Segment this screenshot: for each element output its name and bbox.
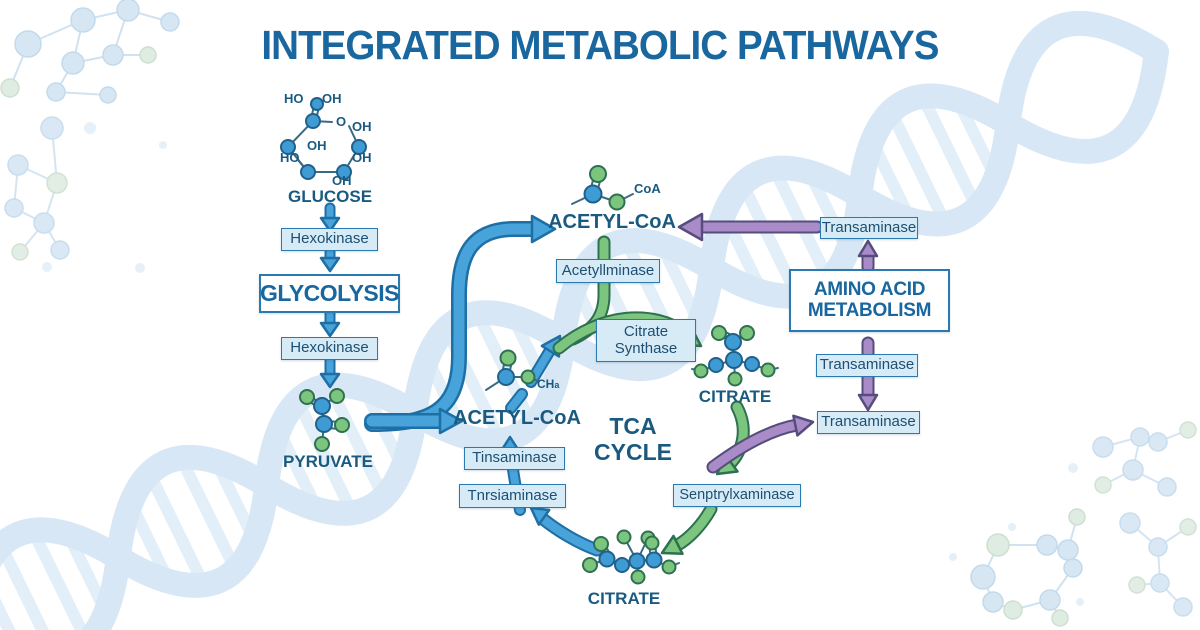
glucose-ring-o-label: O [336, 114, 347, 129]
citrate-bottom-molecule [582, 529, 680, 585]
glucose-label: GLUCOSE [287, 187, 373, 206]
arrow-hexokinase-to-pyruvate [319, 355, 341, 389]
citrate-right-label: CITRATE [698, 387, 772, 406]
glucose-oh-top-label: OH [322, 91, 342, 106]
arrow-glycolysis-to-hexokinase [319, 308, 341, 338]
hexokinase-top-box: Hexokinase [281, 228, 378, 251]
hexokinase-bottom-box: Hexokinase [281, 337, 378, 360]
acetyllminase-box: Acetyllminase [556, 259, 660, 283]
acetyl-coa-tca-label: ACETYL-CoA [453, 407, 581, 429]
page-title: INTEGRATED METABOLIC PATHWAYS [261, 22, 939, 68]
citrate-right-molecule [691, 325, 779, 387]
coa-tag: CoA [634, 181, 661, 196]
arrow-glucose-to-hexokinase [319, 202, 341, 233]
molecule-decoration-left [4, 116, 167, 273]
arrow-transaminase-to-acetyl-top [677, 212, 824, 242]
molecule-decoration-right [1068, 421, 1197, 617]
tinsaminase-box: Tinsaminase [464, 447, 565, 470]
acetyl-coa-top-label: ACETYL-CoA [548, 211, 676, 233]
tca-cycle-title-line2: CYCLE [594, 439, 672, 465]
acetyl-coa-top-molecule [571, 165, 634, 211]
arrow-hexokinase-to-glycolysis [319, 246, 341, 273]
molecule-decoration-top-left [0, 0, 180, 104]
acetyl-coa-tca-molecule [485, 349, 539, 391]
citrate-synthase-box: Citrate Synthase [596, 319, 696, 362]
transaminase-mid-box: Transaminase [816, 354, 918, 377]
arrow-amino-acid-to-transaminase-top [857, 239, 879, 274]
methyl-tag: CHa [537, 377, 560, 391]
molecule-decoration-bottom-right [949, 508, 1086, 627]
glucose-molecule [280, 97, 367, 181]
tca-cycle-title-line1: TCA [609, 413, 657, 439]
glucose-oh-bottom-label: OH [332, 173, 352, 188]
pyruvate-molecule [299, 388, 350, 452]
glucose-ho-left-label: HO [280, 150, 300, 165]
citrate-bottom-label: CITRATE [587, 589, 661, 608]
glycolysis-box: GLYCOLYSIS [259, 274, 400, 313]
tnrsiaminase-box: Tnrsiaminase [459, 484, 566, 508]
senptrylxaminase-box: Senptrylxaminase [673, 484, 801, 507]
glucose-oh-inner-label: OH [307, 138, 327, 153]
glucose-oh-right-lower-label: OH [352, 150, 372, 165]
transaminase-top-box: Transaminase [820, 217, 918, 239]
glucose-ho-top-label: HO [284, 91, 304, 106]
arrow-pyruvate-to-acetyl-tca [364, 407, 464, 435]
arrow-citrate-branch-to-transaminase-bottom [706, 414, 815, 474]
pyruvate-label: PYRUVATE [282, 452, 374, 471]
transaminase-bottom-box: Transaminase [817, 411, 920, 434]
glucose-oh-right-upper-label: OH [352, 119, 372, 134]
arrow-senptrylxaminase-to-citrate-bottom [660, 502, 718, 556]
amino-acid-metabolism-box: AMINO ACID METABOLISM [789, 269, 950, 332]
arrow-citrate-bottom-to-tnrsiaminase [529, 506, 604, 557]
